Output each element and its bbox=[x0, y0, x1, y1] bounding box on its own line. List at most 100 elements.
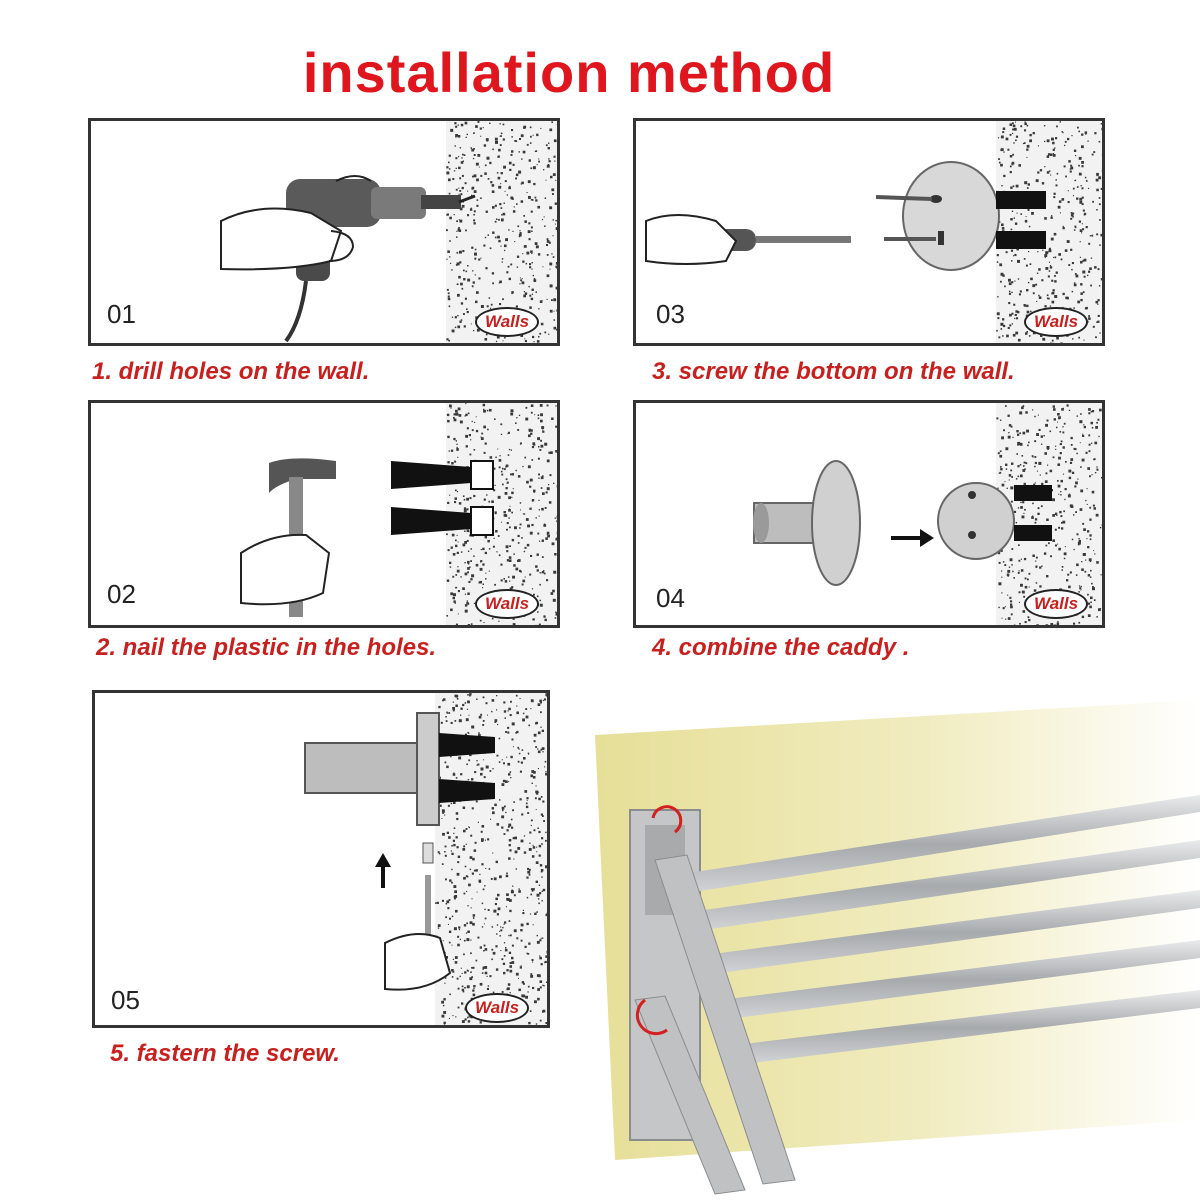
wall-speck bbox=[1025, 264, 1028, 267]
wall-speck bbox=[511, 738, 514, 741]
power-drill-icon bbox=[220, 175, 476, 343]
wall-speck bbox=[1038, 294, 1040, 297]
wall-speck bbox=[459, 147, 462, 149]
wall-speck bbox=[455, 157, 458, 160]
wall-speck bbox=[1083, 212, 1087, 216]
wall-speck bbox=[496, 754, 499, 757]
wall-speck bbox=[530, 198, 533, 201]
wall-speck bbox=[544, 618, 547, 622]
wall-speck bbox=[1101, 524, 1102, 526]
wall-speck bbox=[542, 1009, 546, 1013]
hammer-icon bbox=[240, 458, 336, 617]
wall-speck bbox=[1091, 474, 1093, 476]
wall-speck bbox=[496, 933, 498, 935]
wall-speck bbox=[458, 193, 460, 195]
step-number: 04 bbox=[656, 583, 685, 613]
wall-speck bbox=[527, 953, 530, 955]
wall-speck bbox=[447, 295, 450, 298]
wall-speck bbox=[1099, 408, 1102, 412]
wall-speck bbox=[460, 714, 462, 716]
wall-speck bbox=[1011, 323, 1013, 325]
wall-speck bbox=[545, 955, 547, 958]
wall-speck bbox=[1041, 482, 1044, 486]
wall-speck bbox=[545, 491, 548, 494]
wall-speck bbox=[549, 309, 553, 313]
wall-speck bbox=[475, 429, 479, 433]
wall-speck bbox=[519, 770, 522, 773]
wall-speck bbox=[1075, 227, 1077, 229]
wall-speck bbox=[470, 952, 472, 955]
wall-speck bbox=[524, 576, 526, 578]
wall-speck bbox=[516, 711, 519, 715]
wall-speck bbox=[444, 814, 446, 816]
wall-speck bbox=[527, 524, 530, 528]
wall-speck bbox=[1071, 262, 1074, 265]
wall-speck bbox=[518, 988, 521, 992]
wall-speck bbox=[506, 481, 509, 484]
wall-speck bbox=[540, 487, 543, 489]
wall-speck bbox=[555, 613, 557, 616]
wall-speck bbox=[545, 773, 547, 776]
step-number: 02 bbox=[107, 579, 136, 609]
wall-speck bbox=[1096, 233, 1099, 236]
wall-speck bbox=[479, 567, 483, 571]
wall-speck bbox=[480, 436, 482, 438]
wall-speck bbox=[535, 880, 538, 883]
wall-speck bbox=[1095, 300, 1099, 304]
wall-speck bbox=[1007, 148, 1010, 151]
wall-speck bbox=[997, 487, 999, 489]
wall-speck bbox=[480, 561, 482, 563]
wall-speck bbox=[1007, 435, 1011, 439]
wall-speck bbox=[468, 434, 471, 437]
wall-speck bbox=[527, 752, 530, 755]
wall-speck bbox=[1063, 422, 1066, 425]
wall-speck bbox=[1073, 149, 1077, 152]
wall-speck bbox=[507, 726, 510, 729]
wall-speck bbox=[489, 770, 492, 772]
wall-speck bbox=[512, 230, 514, 232]
wall-speck bbox=[553, 326, 557, 330]
wall-speck bbox=[462, 495, 465, 497]
wall-speck bbox=[1016, 247, 1019, 251]
wall-speck bbox=[505, 545, 509, 549]
wall-speck bbox=[1062, 292, 1065, 296]
wall-speck bbox=[1087, 467, 1090, 470]
wall-speck bbox=[471, 967, 473, 969]
wall-speck bbox=[1052, 148, 1055, 151]
wall-speck bbox=[1057, 463, 1061, 466]
wall-speck bbox=[509, 909, 512, 913]
wall-speck bbox=[511, 491, 514, 495]
wall-speck bbox=[498, 185, 502, 189]
wall-speck bbox=[1005, 405, 1007, 407]
wall-speck bbox=[463, 924, 467, 927]
wall-speck bbox=[1070, 444, 1073, 446]
wall-speck bbox=[1079, 200, 1083, 204]
wall-speck bbox=[1084, 176, 1087, 179]
wall-speck bbox=[471, 148, 475, 152]
wall-speck bbox=[508, 277, 511, 281]
wall-speck bbox=[478, 166, 480, 168]
wall-speck bbox=[509, 714, 512, 717]
wall-speck bbox=[500, 186, 502, 188]
wall-speck bbox=[456, 230, 458, 232]
wall-speck bbox=[555, 405, 557, 407]
wall-speck bbox=[486, 494, 488, 496]
wall-speck bbox=[484, 908, 486, 911]
wall-speck bbox=[1017, 444, 1019, 446]
wall-speck bbox=[1094, 553, 1096, 555]
wall-speck bbox=[498, 239, 501, 243]
wall-speck bbox=[541, 219, 544, 221]
wall-speck bbox=[537, 731, 541, 735]
wall-speck bbox=[489, 122, 491, 124]
wall-speck bbox=[466, 508, 469, 511]
wall-speck bbox=[1067, 137, 1070, 141]
wall-speck bbox=[515, 732, 517, 734]
wall-speck bbox=[497, 723, 499, 726]
wall-speck bbox=[530, 429, 533, 432]
wall-speck bbox=[1090, 596, 1093, 600]
wall-speck bbox=[504, 717, 506, 719]
wall-speck bbox=[508, 161, 512, 165]
wall-speck bbox=[505, 478, 508, 481]
wall-speck bbox=[998, 158, 1000, 160]
wall-speck bbox=[1079, 241, 1081, 243]
